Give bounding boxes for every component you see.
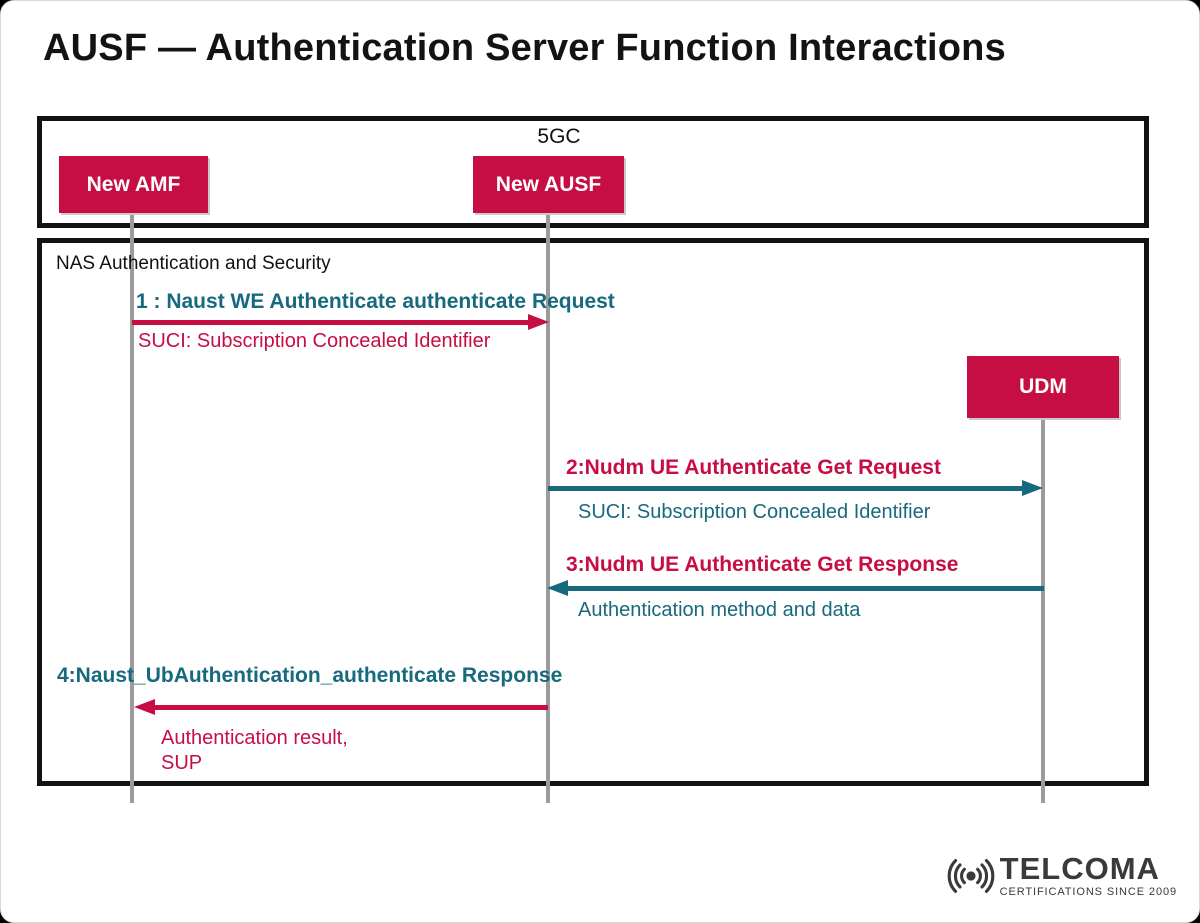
message-4-sublabel-line2: SUP	[161, 752, 203, 774]
telcoma-logo: TELCOMA CERTIFICATIONS SINCE 2009	[944, 853, 1177, 906]
message-2-label: 2:Nudm UE Authenticate Get Request	[566, 456, 941, 479]
message-3-arrowhead-left-icon	[547, 580, 568, 596]
message-1-label: 1 : Naust WE Authenticate authenticate R…	[136, 290, 615, 313]
lifeline-new-ausf	[546, 213, 550, 803]
message-4-sublabel-line1: Authentication result,	[161, 727, 348, 749]
message-1-arrow-shaft	[132, 320, 530, 325]
logo-text-block: TELCOMA CERTIFICATIONS SINCE 2009	[1000, 853, 1177, 898]
message-1-sublabel: SUCI: Subscription Concealed Identifier	[138, 330, 491, 352]
actor-new-ausf-label: New AUSF	[495, 172, 602, 196]
message-4-arrow-shaft	[153, 705, 548, 710]
message-2-arrow-shaft	[548, 486, 1024, 491]
page-title: AUSF — Authentication Server Function In…	[43, 27, 1006, 69]
message-4-arrowhead-left-icon	[134, 699, 155, 715]
message-2-arrowhead-right-icon	[1022, 480, 1043, 496]
actor-box-udm: UDM	[967, 356, 1119, 418]
actor-udm-label: UDM	[1019, 375, 1067, 398]
message-3-label: 3:Nudm UE Authenticate Get Response	[566, 553, 959, 576]
message-3-arrow-shaft	[566, 586, 1044, 591]
frame-5gc-label: 5GC	[537, 125, 581, 148]
actor-box-new-amf: New AMF	[59, 156, 208, 213]
frame-nas-label: NAS Authentication and Security	[56, 253, 331, 274]
message-4-label: 4:Naust_UbAuthentication_authenticate Re…	[57, 664, 563, 687]
actor-new-amf-label: New AMF	[86, 172, 181, 196]
logo-tagline-text: CERTIFICATIONS SINCE 2009	[999, 886, 1177, 898]
frame-nas-authentication	[37, 238, 1149, 786]
message-1-arrowhead-right-icon	[528, 314, 549, 330]
logo-brand-text: TELCOMA	[999, 851, 1160, 886]
lifeline-udm	[1041, 418, 1045, 803]
radio-waves-icon	[944, 853, 998, 906]
message-2-sublabel: SUCI: Subscription Concealed Identifier	[578, 501, 931, 523]
actor-box-new-ausf: New AUSF	[473, 156, 624, 213]
lifeline-new-amf	[130, 213, 134, 803]
message-3-sublabel: Authentication method and data	[578, 599, 861, 621]
frame-5gc	[37, 116, 1149, 228]
